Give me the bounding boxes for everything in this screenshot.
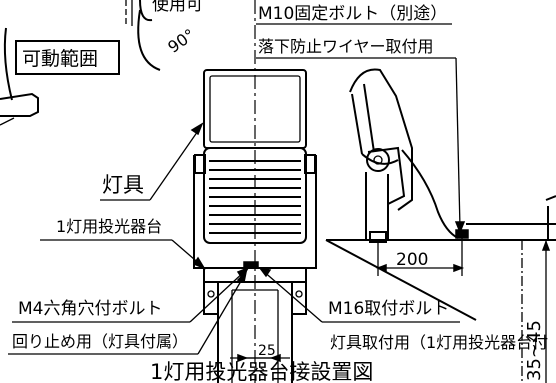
dimension-200-label: 200 [396, 250, 428, 270]
movable-range-label: 可動範囲 [22, 48, 98, 70]
callout-base: 1灯用投光器台 [40, 217, 206, 270]
hex-bolt-label: M4六角穴付ボルト [18, 299, 162, 319]
callout-fixture: 灯具 [100, 122, 204, 201]
dimension-200: 200 [375, 238, 465, 276]
callout-mount-bolt: M16取付ボルト [258, 266, 460, 323]
base-label: 1灯用投光器台 [56, 217, 162, 236]
callout-fall-wire: 落下防止ワイヤー取付用 [256, 37, 466, 235]
dimension-25: 25 [230, 343, 290, 363]
detent-label: 回り止め用（灯具付属） [12, 332, 188, 351]
callout-fixing-bolt: M10固定ボルト（別途） [256, 4, 452, 25]
dimension-25-label: 25 [258, 343, 276, 359]
mount-bolt-label: M16取付ボルト [328, 299, 449, 319]
dimension-35-45: 35~45 [521, 239, 551, 383]
callout-hex-bolt: M4六角穴付ボルト [12, 266, 250, 323]
dimension-35-45-label: 35~45 [524, 320, 545, 381]
fixing-bolt-label: M10固定ボルト（別途） [258, 4, 447, 24]
angle-label: 90° [164, 25, 198, 57]
heat-sink-fins [209, 160, 301, 234]
usable-label: 使用可 [152, 0, 203, 15]
fall-wire-label: 落下防止ワイヤー取付用 [258, 37, 434, 56]
rotation-range-detail: 使用可 90° 可動範囲 [0, 0, 203, 126]
callout-detent: 回り止め用（灯具付属） [8, 269, 248, 355]
fixture-label: 灯具 [102, 173, 144, 197]
mount-for-label: 灯具取付用（1灯用投光器台付 [330, 333, 548, 352]
movable-range-box [15, 40, 120, 75]
drawing-title: 1灯用投光器台接設置図 [150, 360, 373, 383]
callout-mount-for: 灯具取付用（1灯用投光器台付 [330, 333, 548, 352]
